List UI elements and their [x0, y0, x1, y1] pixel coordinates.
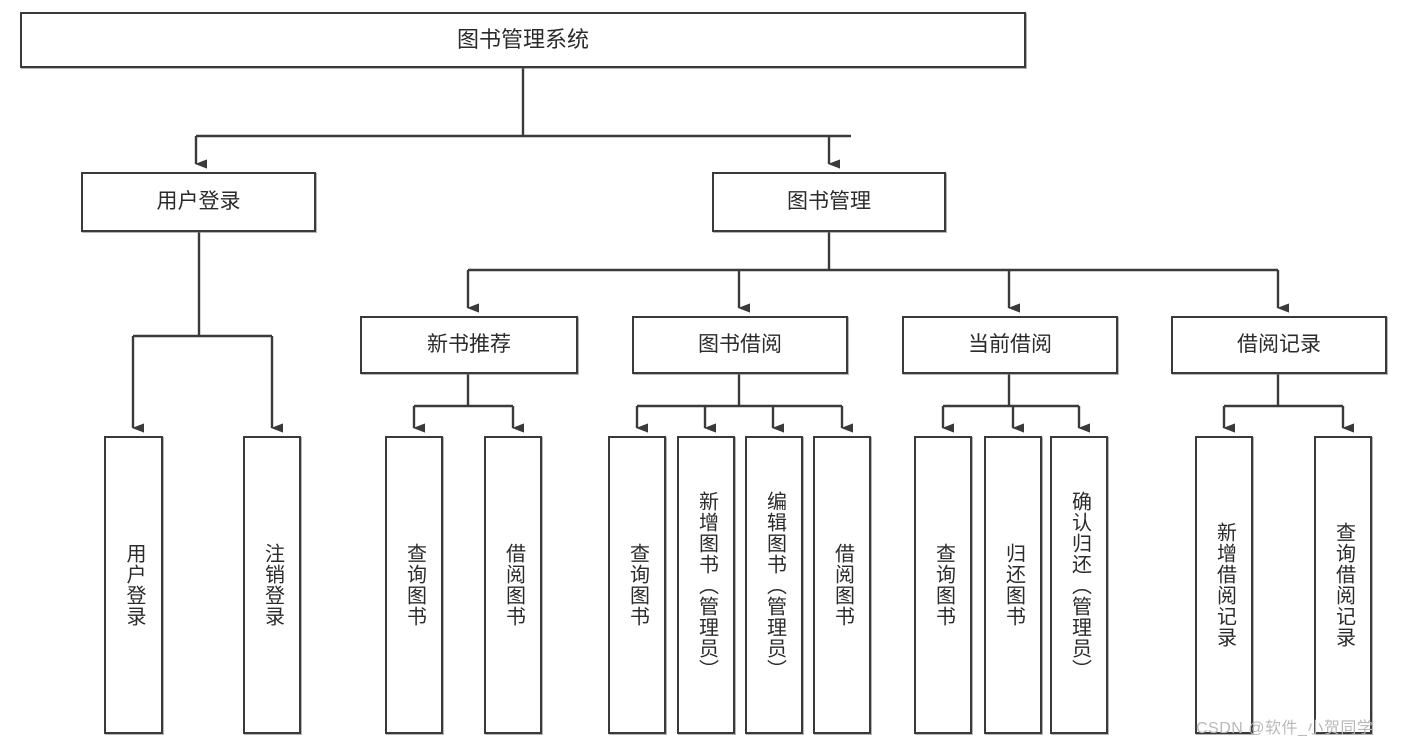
node-borrow-record[interactable]: 借阅记录 [1171, 316, 1387, 374]
node-label: 图书管理系统 [456, 26, 589, 52]
leaf-cb-confirm-return-admin[interactable]: 确认归还（管理员） [1050, 436, 1108, 734]
leaf-nb-borrow-book[interactable]: 借阅图书 [484, 436, 542, 734]
node-label: 编辑图书（管理员） [763, 490, 786, 680]
node-label: 确认归还（管理员） [1068, 490, 1091, 680]
node-label: 注销登录 [261, 543, 284, 627]
node-label: 图书管理 [787, 190, 871, 214]
node-label: 查询图书 [626, 543, 649, 627]
node-label: 查询图书 [403, 543, 426, 627]
node-user-login[interactable]: 用户登录 [81, 172, 316, 232]
leaf-logout[interactable]: 注销登录 [243, 436, 301, 734]
node-label: 借阅记录 [1237, 333, 1321, 357]
node-label: 用户登录 [123, 543, 145, 627]
node-new-book-recommend[interactable]: 新书推荐 [360, 316, 578, 374]
node-root-book-management-system[interactable]: 图书管理系统 [20, 12, 1026, 68]
node-book-borrow[interactable]: 图书借阅 [632, 316, 848, 374]
leaf-br-query-record[interactable]: 查询借阅记录 [1314, 436, 1372, 734]
leaf-user-login[interactable]: 用户登录 [104, 436, 163, 734]
node-label: 借阅图书 [502, 543, 525, 627]
leaf-bb-edit-book-admin[interactable]: 编辑图书（管理员） [745, 436, 803, 734]
node-label: 新书推荐 [427, 333, 511, 357]
node-label: 当前借阅 [968, 333, 1052, 357]
node-label: 新增图书（管理员） [695, 490, 718, 680]
leaf-bb-add-book-admin[interactable]: 新增图书（管理员） [677, 436, 735, 734]
leaf-nb-query-book[interactable]: 查询图书 [385, 436, 443, 734]
node-label: 图书借阅 [698, 333, 782, 357]
node-label: 用户登录 [156, 190, 241, 214]
node-label: 查询图书 [932, 543, 955, 627]
node-label: 归还图书 [1002, 543, 1025, 627]
leaf-bb-borrow-book[interactable]: 借阅图书 [813, 436, 871, 734]
node-current-borrow[interactable]: 当前借阅 [902, 316, 1118, 374]
leaf-cb-query-book[interactable]: 查询图书 [914, 436, 972, 734]
node-label: 新增借阅记录 [1213, 522, 1236, 648]
leaf-cb-return-book[interactable]: 归还图书 [984, 436, 1042, 734]
node-label: 借阅图书 [831, 543, 854, 627]
node-book-management[interactable]: 图书管理 [712, 172, 946, 232]
leaf-br-add-record[interactable]: 新增借阅记录 [1195, 436, 1253, 734]
node-label: 查询借阅记录 [1332, 522, 1355, 648]
leaf-bb-query-book[interactable]: 查询图书 [608, 436, 666, 734]
